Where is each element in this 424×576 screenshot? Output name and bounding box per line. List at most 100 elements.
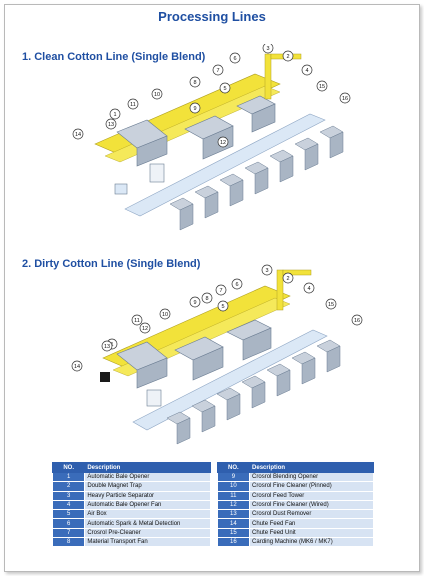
dirty-line-callout: 6 <box>231 278 243 290</box>
clean-line-callout-label: 15 <box>319 84 325 90</box>
dirty-line-callout: 14 <box>71 360 83 372</box>
legend-number: 5 <box>51 509 86 520</box>
legend-header-description: Description <box>249 462 374 473</box>
clean-line-callout: 11 <box>127 98 139 110</box>
dirty-line-callout-label: 5 <box>221 304 224 310</box>
legend-number: 16 <box>216 537 251 548</box>
clean-line-callout: 7 <box>212 64 224 76</box>
clean-line-callout-label: 1 <box>113 112 116 118</box>
legend-header-no: NO. <box>51 462 86 473</box>
legend-number: 3 <box>51 490 86 501</box>
dirty-line-callout-label: 10 <box>162 312 168 318</box>
legend-description: Automatic Bale Opener Fan <box>84 499 211 511</box>
legend-description: Crosrol Dust Remover <box>249 509 374 520</box>
legend-description: Double Magnet Trap <box>84 481 211 492</box>
legend-description: Air Box <box>84 509 211 520</box>
dirty-line-callout-label: 11 <box>134 318 140 324</box>
clean-line-callout-label: 13 <box>108 122 114 128</box>
dirty-line-callout-label: 8 <box>205 296 208 302</box>
dirty-line-callout-label: 4 <box>307 286 310 292</box>
legend-description: Crosrol Pre-Cleaner <box>84 527 211 539</box>
legend-number: 1 <box>51 471 86 483</box>
dirty-line-callout-label: 15 <box>328 302 334 308</box>
clean-line-callout: 4 <box>301 64 313 76</box>
clean-line-callout-label: 8 <box>193 80 196 86</box>
legend-description: Crosrol Blending Opener <box>249 471 374 483</box>
clean-line-callout: 6 <box>229 52 241 64</box>
clean-line-callout-label: 6 <box>233 56 236 62</box>
legend-number: 7 <box>51 527 86 539</box>
clean-line-callout: 16 <box>339 92 351 104</box>
legend-description: Crosrol Fine Cleaner (Pinned) <box>249 481 374 492</box>
legend-description: Heavy Particle Separator <box>84 490 211 501</box>
carding-machine-row <box>166 339 341 445</box>
dirty-line-callout: 15 <box>325 298 337 310</box>
legend-description: Automatic Bale Opener <box>84 471 211 483</box>
dirty-line-callout: 5 <box>217 300 229 312</box>
dirty-line-callout-label: 16 <box>354 318 360 324</box>
clean-line-callout-label: 10 <box>154 92 160 98</box>
legend-number: 11 <box>216 490 251 501</box>
clean-line-callout: 8 <box>189 76 201 88</box>
dirty-line-callout: 9 <box>189 296 201 308</box>
legend-description: Carding Machine (MK6 / MK7) <box>249 537 374 548</box>
legend-number: 2 <box>51 481 86 492</box>
dirty-line-callout-label: 12 <box>142 326 148 332</box>
dirty-line-callout: 16 <box>351 314 363 326</box>
clean-line-callout: 3 <box>262 44 274 54</box>
dirty-line-callout-label: 3 <box>265 268 268 274</box>
clean-line-callout-label: 2 <box>286 54 289 60</box>
clean-line-callout: 12 <box>217 136 229 148</box>
dirty-line-callout-label: 2 <box>286 276 289 282</box>
legend-number: 14 <box>216 518 251 529</box>
legend-description: Crosrol Feed Tower <box>249 490 374 501</box>
legend-number: 4 <box>51 499 86 511</box>
dirty-line-callout-label: 13 <box>104 344 110 350</box>
clean-line-callout: 9 <box>189 102 201 114</box>
clean-line-callout: 5 <box>219 82 231 94</box>
section-title-dirty-line: 2. Dirty Cotton Line (Single Blend) <box>22 258 201 270</box>
clean-line-callout: 14 <box>72 128 84 140</box>
clean-line-callout-label: 16 <box>342 96 348 102</box>
page-title: Processing Lines <box>158 9 266 24</box>
layout-drawing <box>100 269 341 445</box>
legend-number: 6 <box>51 518 86 529</box>
clean-line-callout: 13 <box>105 118 117 130</box>
dirty-line-callout: 7 <box>215 284 227 296</box>
clean-line-callout-label: 9 <box>193 106 196 112</box>
clean-line-callout: 2 <box>282 50 294 62</box>
legend-number: 12 <box>216 499 251 511</box>
clean-line-callout: 15 <box>316 80 328 92</box>
dirty-line-callout-label: 6 <box>235 282 238 288</box>
layout-drawing <box>94 53 344 231</box>
legend-description: Crosrol Fine Cleaner (Wired) <box>249 499 374 511</box>
legend-description: Chute Feed Unit <box>249 527 374 539</box>
clean-line-callout: 1 <box>109 108 121 120</box>
dirty-line-callout: 8 <box>201 292 213 304</box>
legend-number: 9 <box>216 471 251 483</box>
legend-description: Material Transport Fan <box>84 537 211 548</box>
clean-line-callout-label: 14 <box>75 132 81 138</box>
legend-header-row: NO. Description NO. Description <box>51 462 374 473</box>
dirty-line-callout-label: 7 <box>219 288 222 294</box>
legend-number: 13 <box>216 509 251 520</box>
legend-description: Automatic Spark & Metal Detection <box>84 518 211 529</box>
clean-line-callout-label: 7 <box>216 68 219 74</box>
clean-line-callout-label: 3 <box>266 46 269 52</box>
section-title-clean-line: 1. Clean Cotton Line (Single Blend) <box>22 51 206 63</box>
carding-machine-row <box>169 125 344 231</box>
legend-header-description: Description <box>84 462 211 473</box>
